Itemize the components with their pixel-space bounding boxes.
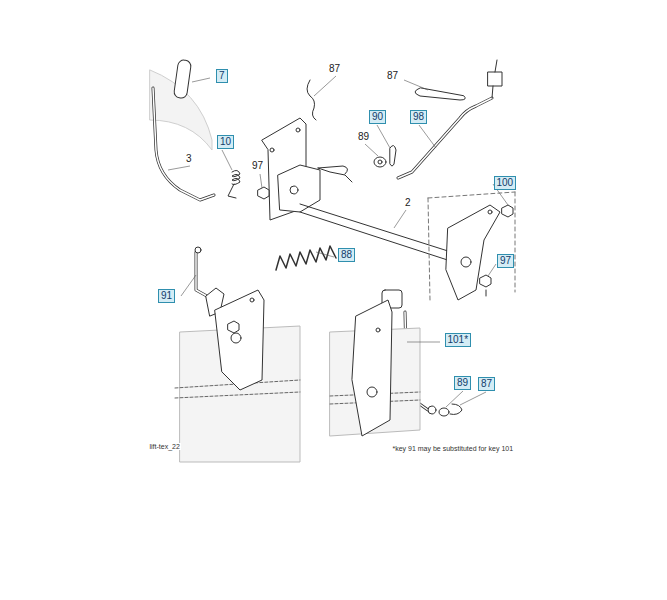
callout-box: 100 <box>494 176 517 190</box>
callout-box: 89 <box>454 376 471 390</box>
callout-number: 89 <box>457 378 468 388</box>
callout-number: 87 <box>481 379 492 389</box>
callout-number: 87 <box>386 71 399 81</box>
callout-box: 10 <box>217 135 234 149</box>
callout-box: 98 <box>410 110 427 124</box>
note-text: *key 91 may be substituted for key 101 <box>392 445 515 452</box>
callout-number: 98 <box>413 112 424 122</box>
callout-box: 7 <box>216 69 228 83</box>
note-text: lift-tex_22 <box>149 443 181 450</box>
callout-number: 97 <box>251 161 264 171</box>
callout-number: 7 <box>219 71 225 81</box>
callout-box: 87 <box>478 377 495 391</box>
callout-number: 100 <box>497 178 514 188</box>
callout-number: 90 <box>372 112 383 122</box>
callout-number: 2 <box>404 198 412 208</box>
callout-number: 91 <box>161 291 172 301</box>
callout-number: 87 <box>328 64 341 74</box>
callout-box: 90 <box>369 110 386 124</box>
callout-number: 10 <box>220 137 231 147</box>
callout-box: 91 <box>158 289 175 303</box>
callout-box: 97 <box>497 254 514 268</box>
callout-number: 88 <box>341 250 352 260</box>
callout-number: 101* <box>448 335 469 345</box>
callout-number: 97 <box>500 256 511 266</box>
callout-number: 3 <box>185 154 193 164</box>
callout-box: 101* <box>445 333 472 347</box>
callout-box: 88 <box>338 248 355 262</box>
callout-number: 89 <box>357 132 370 142</box>
